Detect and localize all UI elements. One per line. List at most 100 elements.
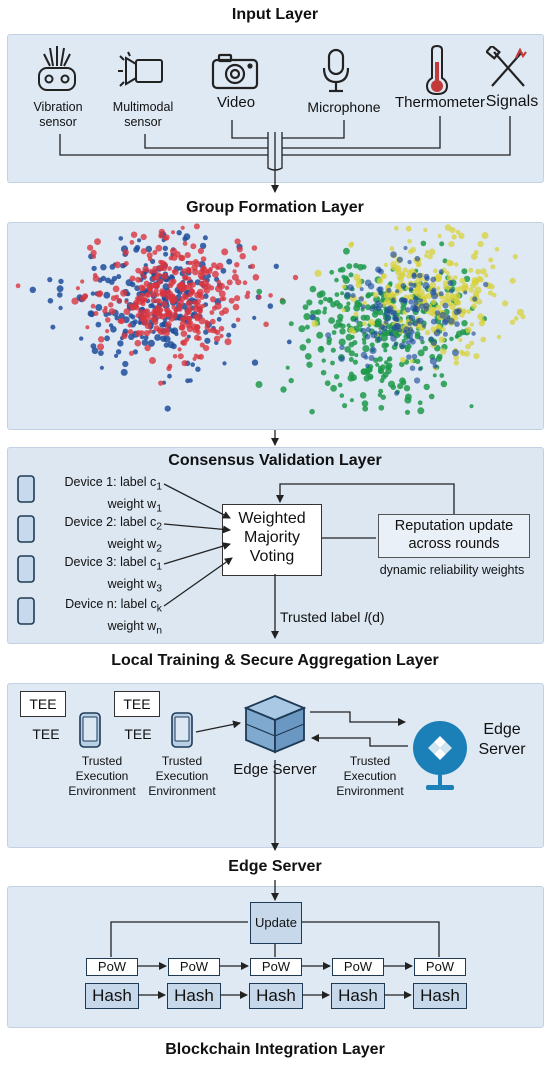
- scatter-point: [178, 324, 185, 331]
- scatter-point: [139, 270, 144, 276]
- scatter-point: [221, 248, 229, 256]
- scatter-point: [171, 311, 179, 318]
- scatter-point: [441, 326, 446, 332]
- scatter-point: [449, 336, 454, 342]
- scatter-point: [224, 285, 230, 290]
- scatter-point: [249, 263, 256, 269]
- scatter-point: [134, 339, 142, 347]
- scatter-point: [391, 297, 396, 302]
- scatter-point: [252, 274, 260, 281]
- scatter-point: [161, 272, 169, 280]
- scatter-point: [163, 342, 169, 348]
- scatter-point: [471, 303, 477, 310]
- scatter-point: [323, 306, 328, 311]
- scatter-point: [163, 335, 171, 343]
- scatter-point: [180, 330, 188, 337]
- scatter-point: [338, 318, 343, 323]
- scatter-point: [376, 277, 384, 285]
- scatter-point: [29, 286, 36, 293]
- scatter-point: [234, 295, 241, 302]
- scatter-point: [56, 285, 64, 293]
- scatter-point: [390, 264, 397, 271]
- scatter-point: [267, 303, 274, 309]
- scatter-point: [324, 380, 331, 387]
- scatter-point: [373, 330, 378, 335]
- scatter-point: [353, 311, 359, 317]
- hash-block-2: Hash: [167, 983, 221, 1009]
- update-box: Update: [250, 902, 302, 944]
- scatter-point: [369, 342, 375, 348]
- scatter-point: [355, 277, 362, 285]
- scatter-point: [365, 326, 371, 333]
- scatter-point: [226, 258, 233, 265]
- scatter-point: [481, 232, 489, 239]
- scatter-point: [369, 346, 377, 354]
- scatter-point: [405, 393, 412, 401]
- scatter-point: [478, 319, 486, 327]
- scatter-point: [487, 290, 494, 296]
- scatter-point: [193, 223, 200, 230]
- scatter-point: [430, 276, 437, 283]
- scatter-point: [383, 262, 388, 267]
- scatter-point: [448, 241, 455, 248]
- scatter-point: [93, 311, 99, 316]
- scatter-point: [411, 282, 417, 288]
- scatter-point: [184, 295, 189, 300]
- scatter-point: [477, 240, 484, 248]
- scatter-point: [471, 279, 479, 287]
- scatter-point: [154, 334, 162, 341]
- scatter-point: [465, 326, 472, 333]
- scatter-point: [375, 305, 382, 312]
- scatter-point: [378, 404, 385, 411]
- scatter-point: [397, 383, 404, 390]
- scatter-point: [120, 289, 128, 297]
- scatter-point: [451, 234, 457, 240]
- scatter-point: [120, 368, 128, 376]
- scatter-point: [448, 302, 456, 310]
- scatter-point: [135, 276, 142, 283]
- scatter-point: [445, 270, 450, 276]
- scatter-point: [439, 311, 447, 319]
- scatter-point: [95, 321, 102, 328]
- scatter-point: [354, 353, 359, 358]
- scatter-point: [484, 273, 489, 278]
- scatter-point: [129, 304, 137, 311]
- scatter-point: [407, 294, 415, 301]
- scatter-point: [394, 226, 399, 231]
- scatter-point: [430, 299, 437, 305]
- tee-label-1: TEE: [32, 726, 60, 742]
- scatter-point: [177, 353, 184, 360]
- scatter-point: [336, 302, 343, 310]
- scatter-point: [80, 295, 87, 302]
- scatter-point: [178, 266, 183, 271]
- scatter-point: [58, 278, 64, 285]
- scatter-point: [417, 349, 425, 357]
- scatter-point: [412, 288, 419, 295]
- scatter-point: [127, 329, 134, 335]
- scatter-point: [123, 308, 131, 315]
- scatter-point: [103, 291, 111, 299]
- scatter-point: [108, 308, 116, 315]
- scatter-point: [255, 381, 263, 388]
- scatter-point: [178, 254, 185, 261]
- pow-block-4: PoW: [332, 958, 384, 976]
- scatter-point: [184, 252, 191, 259]
- scatter-point: [417, 366, 423, 372]
- scatter-point: [408, 282, 413, 287]
- scatter-point: [438, 336, 446, 343]
- scatter-point: [333, 323, 339, 329]
- scatter-point: [143, 335, 149, 341]
- scatter-point: [167, 363, 173, 369]
- scatter-point: [490, 264, 496, 270]
- scatter-point: [180, 225, 185, 230]
- scatter-point: [465, 343, 471, 350]
- scatter-point: [90, 291, 96, 296]
- scatter-point: [105, 329, 110, 334]
- scatter-point: [405, 307, 411, 313]
- scatter-point: [292, 274, 299, 281]
- scatter-point: [100, 264, 107, 271]
- scatter-point: [384, 360, 389, 365]
